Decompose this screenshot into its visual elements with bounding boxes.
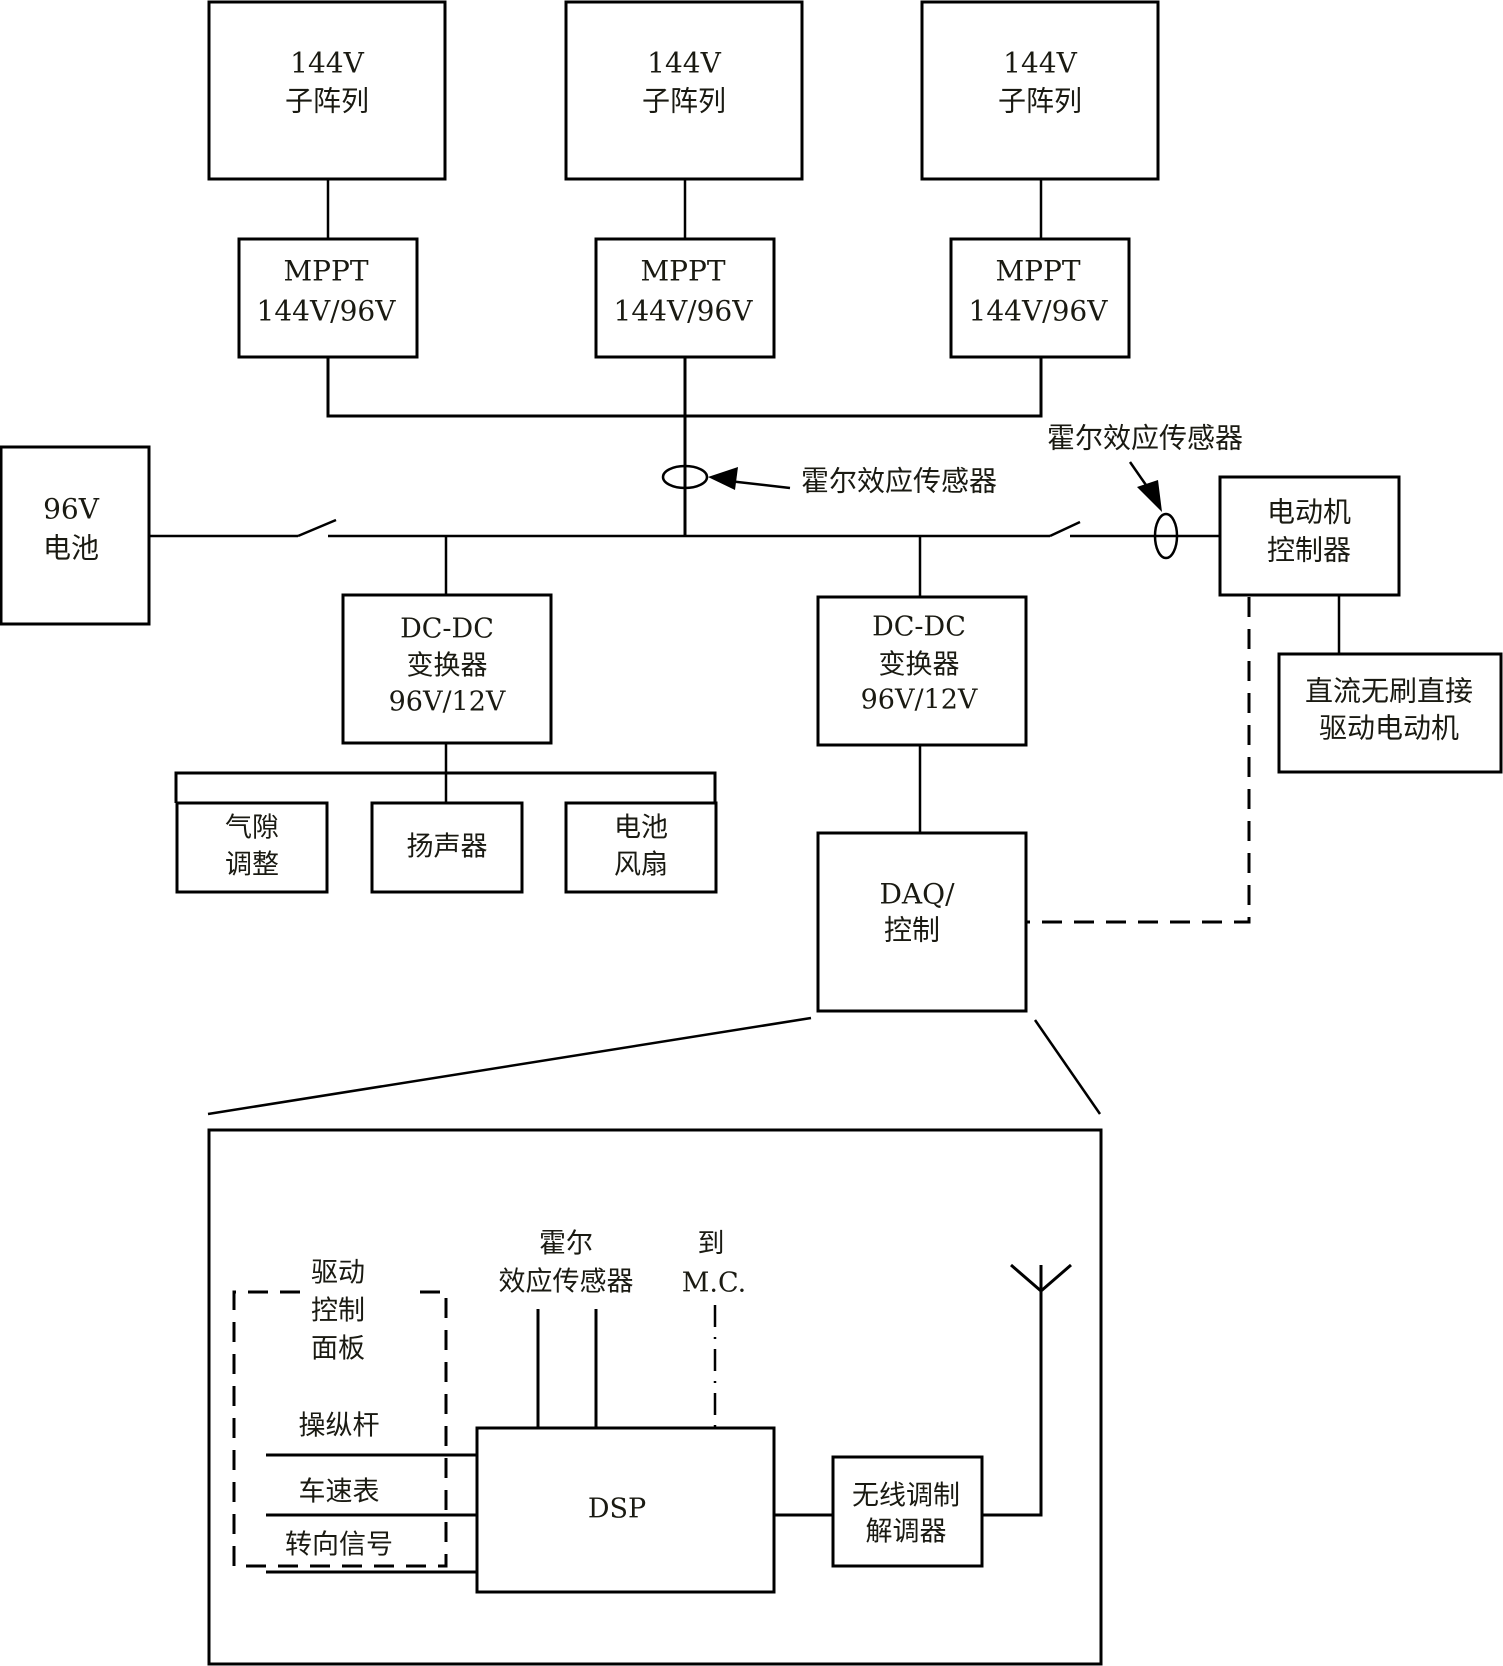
antenna-icon xyxy=(1010,1263,1072,1293)
wireless-modem: 无线调制 解调器 xyxy=(831,1455,984,1568)
subarray-label: 子阵列 xyxy=(642,85,726,118)
subarray-2: 144V 子阵列 xyxy=(564,0,804,181)
motor-controller: 电动机 控制器 xyxy=(1218,475,1401,597)
dcdc-line1: DC-DC xyxy=(872,612,966,643)
mppt-rating: 144V/96V xyxy=(614,295,754,328)
dcdc-box xyxy=(341,593,553,745)
mppt-rating: 144V/96V xyxy=(969,295,1109,328)
load-speaker: 扬声器 xyxy=(370,801,524,894)
dsp-label: DSP xyxy=(588,1494,646,1525)
dcdc-line2: 变换器 xyxy=(407,651,488,682)
mppt-rating: 144V/96V xyxy=(257,295,397,328)
dcdc-converter-right: DC-DC 变换器 96V/12V xyxy=(816,595,1028,747)
dcdc-line2: 变换器 xyxy=(879,650,960,681)
dsp-box xyxy=(475,1426,776,1594)
load-line1: 扬声器 xyxy=(407,832,488,863)
dsp: DSP xyxy=(475,1426,776,1594)
switch-left-icon xyxy=(297,518,337,538)
mppt-label: MPPT xyxy=(283,255,368,288)
load-box xyxy=(370,801,524,894)
subarray-box xyxy=(920,0,1160,181)
modem-line1: 无线调制 xyxy=(852,1481,960,1512)
motor-line1: 直流无刷直接 xyxy=(1305,675,1473,708)
motor-controller-box xyxy=(1218,475,1401,597)
input-joystick-label: 操纵杆 xyxy=(299,1411,380,1442)
subarray-box xyxy=(564,0,804,181)
subarray-3: 144V 子阵列 xyxy=(920,0,1160,181)
arrowhead-icon xyxy=(708,467,738,490)
load-line2: 调整 xyxy=(225,850,279,881)
subarray-voltage: 144V xyxy=(647,47,721,80)
mppt-box xyxy=(594,237,776,359)
battery-box xyxy=(0,445,151,626)
drive-panel-label-2: 控制 xyxy=(311,1296,365,1327)
input-turn-signal-label: 转向信号 xyxy=(285,1530,393,1561)
hall-sensor-bus-icon xyxy=(661,464,709,490)
detail-hall-label-line1: 霍尔 xyxy=(539,1229,593,1260)
battery-voltage: 96V xyxy=(43,493,100,526)
subarray-label: 子阵列 xyxy=(285,85,369,118)
input-speedometer-label: 车速表 xyxy=(299,1477,380,1508)
mppt-2: MPPT 144V/96V xyxy=(594,237,776,359)
switch-right-icon xyxy=(1049,520,1081,538)
load-line1: 气隙 xyxy=(225,813,279,844)
load-line2: 风扇 xyxy=(614,850,668,881)
daq-box xyxy=(816,831,1028,1013)
subarray-voltage: 144V xyxy=(290,47,364,80)
wire-load-branch-right xyxy=(446,771,717,803)
battery-96v: 96V 电池 xyxy=(0,445,151,626)
modem-box xyxy=(831,1455,984,1568)
to-mc-label-line1: 到 xyxy=(698,1229,725,1260)
hall-sensor-motor-icon xyxy=(1153,512,1179,560)
wire-modem-antenna xyxy=(982,1265,1043,1517)
callout-line-right xyxy=(1033,1019,1102,1115)
to-mc-label-line2: M.C. xyxy=(682,1268,747,1299)
mppt-3: MPPT 144V/96V xyxy=(949,237,1131,359)
motor-line2: 驱动电动机 xyxy=(1319,712,1459,745)
motor-box xyxy=(1277,652,1503,774)
dcdc-line1: DC-DC xyxy=(400,614,494,645)
load-air-gap: 气隙 调整 xyxy=(175,801,329,894)
subarray-box xyxy=(207,0,447,181)
subarray-1: 144V 子阵列 xyxy=(207,0,447,181)
daq-line2: 控制 xyxy=(884,914,940,947)
callout-line-left xyxy=(207,1016,812,1116)
motor-controller-line1: 电动机 xyxy=(1267,496,1351,529)
signal-link-daq-motor-controller xyxy=(1027,597,1251,924)
arrowhead-icon xyxy=(1137,480,1162,512)
mppt-box xyxy=(949,237,1131,359)
load-battery-fan: 电池 风扇 xyxy=(564,801,718,894)
load-box xyxy=(175,801,329,894)
hall-sensor-motor-label: 霍尔效应传感器 xyxy=(1047,422,1243,455)
mppt-label: MPPT xyxy=(995,255,1080,288)
hall-sensor-bus-label: 霍尔效应传感器 xyxy=(801,465,997,498)
subarray-label: 子阵列 xyxy=(998,85,1082,118)
modem-line2: 解调器 xyxy=(866,1517,947,1548)
dcdc-box xyxy=(816,595,1028,747)
mppt-1: MPPT 144V/96V xyxy=(237,237,419,359)
daq-control: DAQ/ 控制 xyxy=(816,831,1028,1013)
wire-load-branch-left xyxy=(174,771,446,803)
motor-controller-line2: 控制器 xyxy=(1267,534,1351,567)
detail-hall-label-line2: 效应传感器 xyxy=(499,1267,634,1298)
load-line1: 电池 xyxy=(614,813,668,844)
mppt-label: MPPT xyxy=(640,255,725,288)
battery-label: 电池 xyxy=(43,532,99,565)
daq-line1: DAQ/ xyxy=(879,878,955,911)
load-box xyxy=(564,801,718,894)
subarray-voltage: 144V xyxy=(1003,47,1077,80)
dcdc-converter-left: DC-DC 变换器 96V/12V xyxy=(341,593,553,745)
bldc-motor: 直流无刷直接 驱动电动机 xyxy=(1277,652,1503,774)
drive-panel-label-1: 驱动 xyxy=(311,1258,365,1289)
drive-panel-label-3: 面板 xyxy=(311,1334,365,1365)
dcdc-line3: 96V/12V xyxy=(861,685,978,716)
dcdc-line3: 96V/12V xyxy=(389,687,506,718)
mppt-box xyxy=(237,237,419,359)
